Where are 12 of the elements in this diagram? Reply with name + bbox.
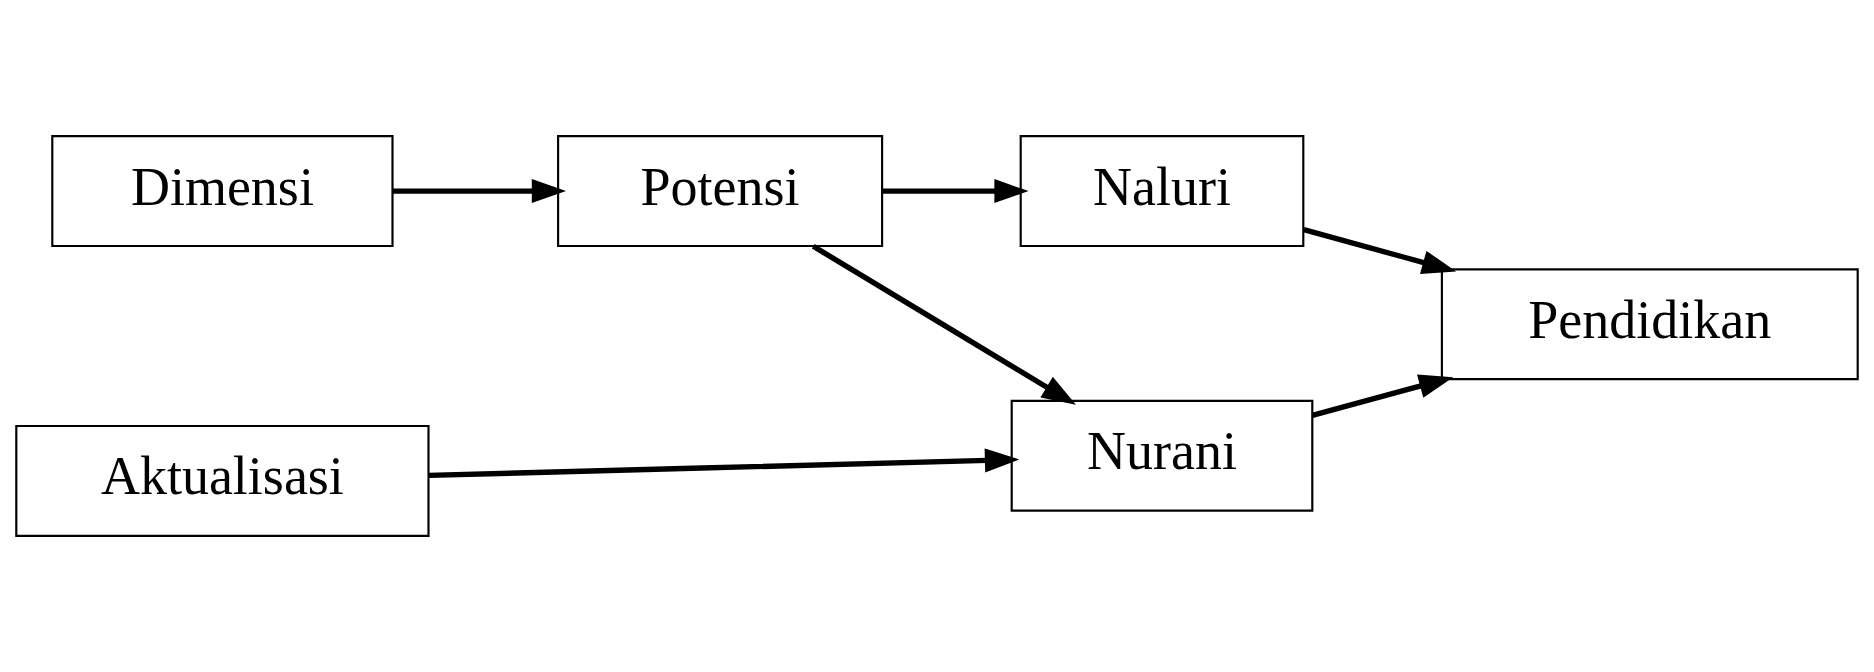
arrow bbox=[1311, 374, 1454, 418]
arrow bbox=[428, 448, 1020, 479]
node-box: Pendidikan bbox=[1440, 268, 1859, 381]
arrow bbox=[392, 179, 567, 204]
arrow bbox=[882, 179, 1029, 204]
arrow bbox=[811, 243, 1076, 405]
node-box: Dimensi bbox=[51, 135, 394, 248]
node-box: Potensi bbox=[557, 135, 884, 248]
node-box: Naluri bbox=[1019, 135, 1305, 248]
arrow bbox=[1303, 227, 1457, 275]
node-box: Nurani bbox=[1010, 399, 1314, 512]
node-box: Aktualisasi bbox=[15, 424, 430, 537]
